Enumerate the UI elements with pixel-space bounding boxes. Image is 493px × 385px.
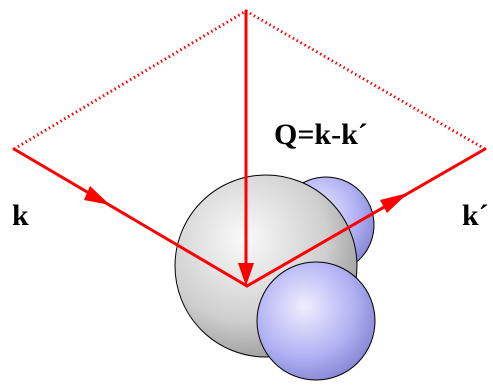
- molecule: [174, 174, 376, 381]
- incident-vector-k: [12, 147, 249, 288]
- dotted-line-left: [13, 9, 247, 151]
- arrowhead-incident: [84, 186, 110, 205]
- small-sphere-front: [256, 261, 376, 381]
- scattered-vector-k-prime: [245, 147, 487, 288]
- arrowhead-scattered: [380, 193, 408, 213]
- label-q-equation: Q=k-k´: [274, 118, 368, 151]
- vectors: [12, 9, 487, 288]
- dotted-guides: [13, 9, 486, 151]
- label-k: k: [12, 199, 29, 232]
- label-k-prime: k´: [462, 199, 489, 232]
- arrowhead-transfer: [238, 263, 254, 286]
- dotted-line-right: [245, 9, 486, 151]
